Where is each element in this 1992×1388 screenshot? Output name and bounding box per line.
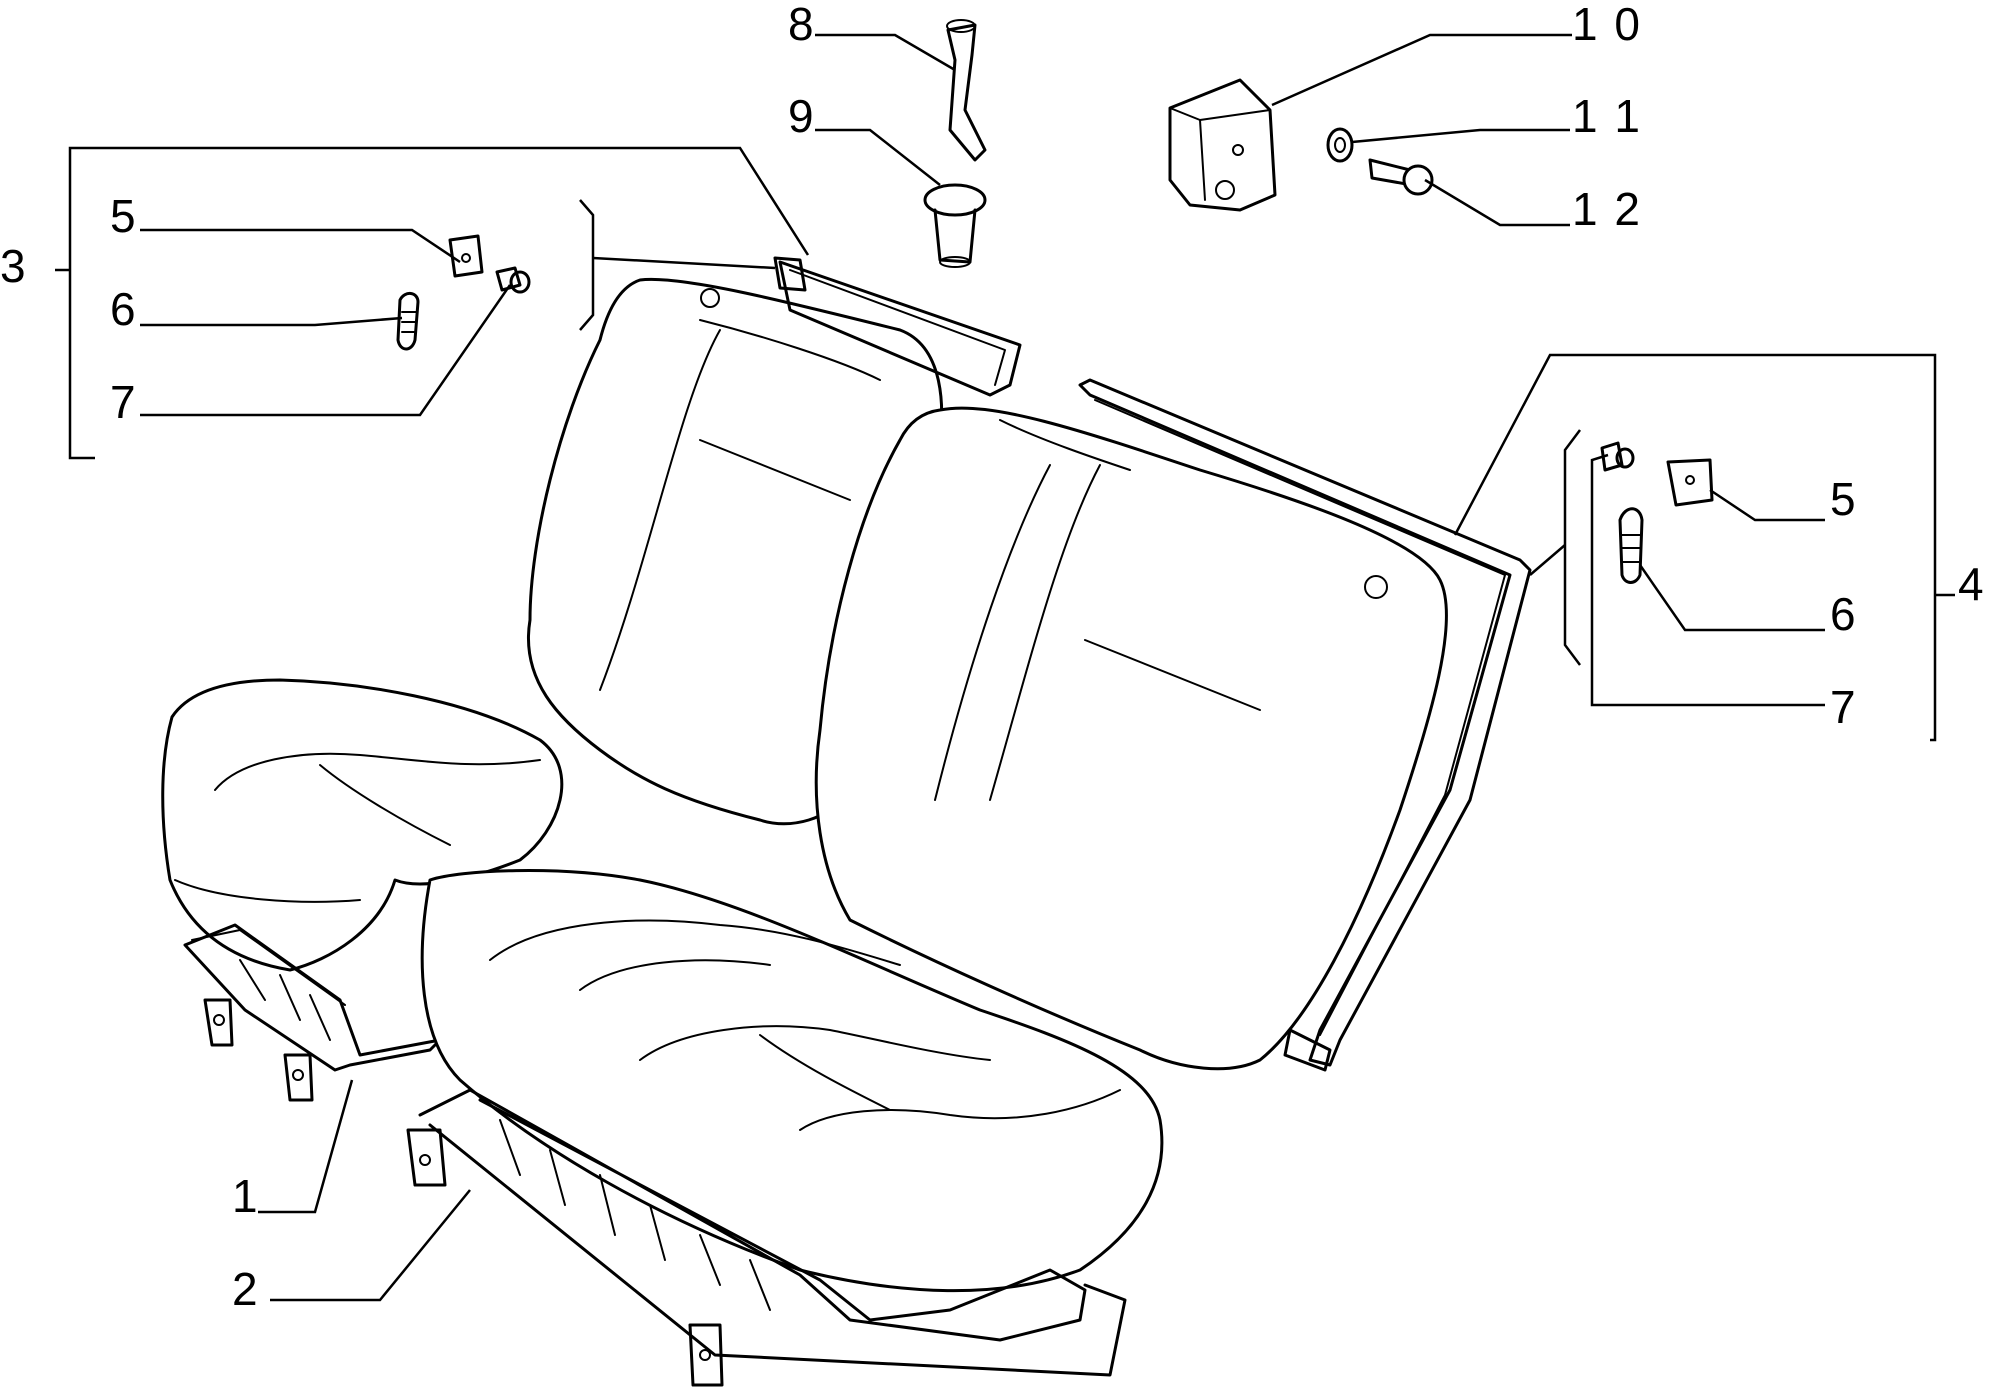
callout-3: 3	[0, 240, 28, 292]
callout-6-right: 6	[1830, 588, 1858, 640]
callout-7-right: 7	[1830, 681, 1858, 733]
right-spring	[1618, 507, 1644, 584]
callout-9: 9	[788, 90, 816, 142]
right-pin	[1600, 441, 1635, 472]
callout-6-left: 6	[110, 283, 138, 335]
callout-4: 4	[1958, 558, 1986, 610]
left-spring	[396, 292, 420, 351]
callout-5-left: 5	[110, 190, 138, 242]
bolt	[1368, 158, 1434, 196]
callout-labels: 1 2 3 5 6 7 8 9 1 0 1 1 1 2 4 5 6 7	[0, 0, 1986, 1315]
washer	[1326, 127, 1354, 163]
callout-8: 8	[788, 0, 816, 50]
callout-1: 1	[232, 1170, 260, 1222]
left-clip	[448, 234, 484, 278]
leader-lines	[55, 33, 1955, 1302]
left-pin	[495, 266, 531, 294]
right-seatback	[814, 406, 1448, 1071]
headrest-stem	[946, 19, 987, 162]
left-seatback-frame	[773, 256, 1022, 397]
right-clip	[1666, 458, 1714, 507]
hinge-bracket	[1168, 78, 1277, 212]
right-seatback-frame	[1078, 378, 1532, 1072]
callout-10: 1 0	[1572, 0, 1642, 50]
left-seat-frame	[183, 923, 442, 1102]
callout-11: 1 1	[1572, 90, 1642, 142]
right-seat-frame	[406, 1088, 1127, 1387]
callout-5-right: 5	[1830, 473, 1858, 525]
callout-2: 2	[232, 1263, 260, 1315]
right-seat-cushion	[420, 869, 1164, 1293]
callout-12: 1 2	[1572, 183, 1642, 235]
grommet	[923, 183, 987, 268]
callout-7-left: 7	[110, 376, 138, 428]
